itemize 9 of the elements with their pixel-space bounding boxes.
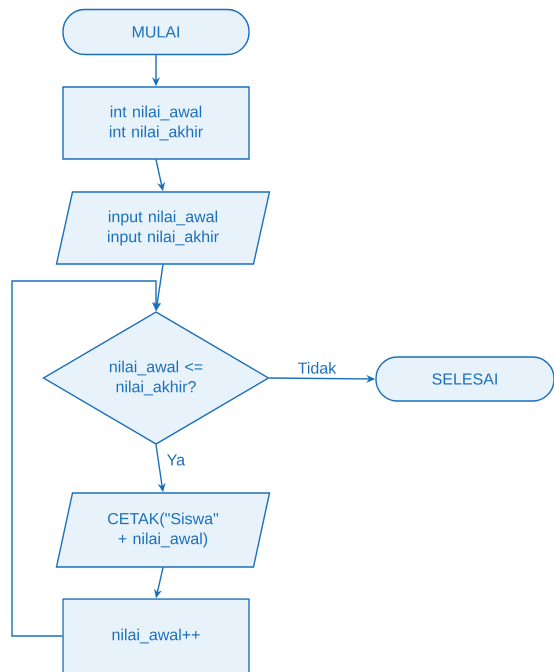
terminal-box: MULAI — [62, 8, 250, 56]
process-box: int nilai_awal int nilai_akhir — [62, 86, 250, 160]
process-box: nilai_awal++ — [62, 598, 250, 672]
edge-label: Tidak — [298, 362, 336, 374]
arrow — [11, 280, 160, 637]
input-output-box: input nilai_awal input nilai_akhir — [56, 191, 270, 265]
terminal-box: SELESAI — [375, 356, 554, 402]
edge-label: Ya — [167, 454, 186, 466]
input-output-box: CETAK("Siswa" + nilai_awal) — [56, 492, 270, 568]
